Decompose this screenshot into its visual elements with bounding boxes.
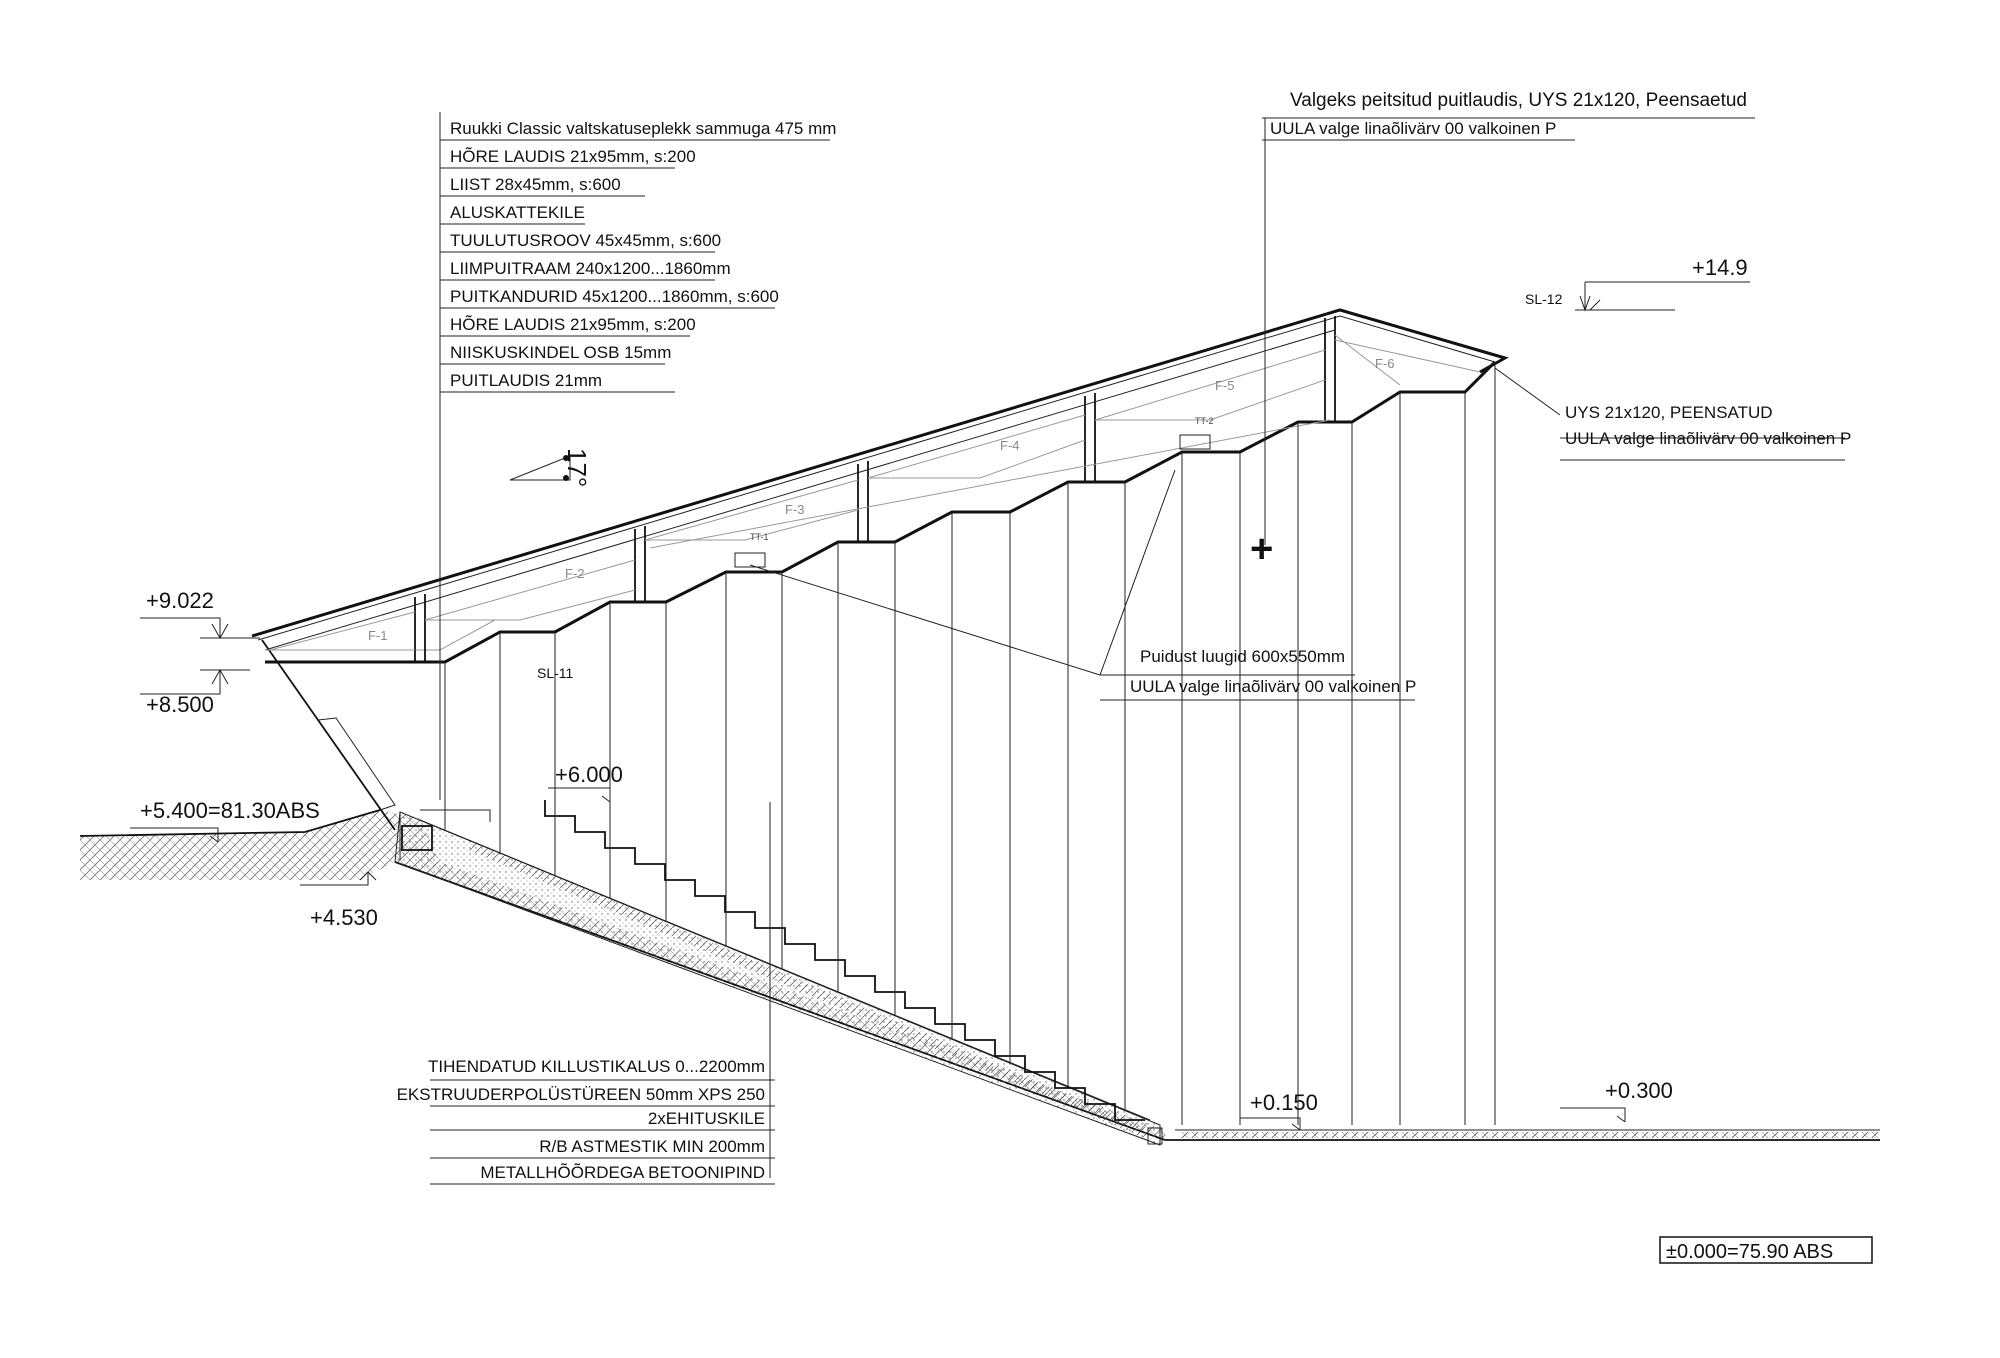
- tag-tt2: TT-2: [1195, 416, 1214, 426]
- roof-layer-label: ALUSKATTEKILE: [450, 203, 585, 222]
- leader-lines: [430, 112, 1845, 1185]
- roof-layer-labels: Ruukki Classic valtskatuseplekk sammuga …: [450, 119, 836, 390]
- frame-labels: F-1 F-2 F-3 F-4 F-5 F-6: [368, 356, 1395, 643]
- slope-point-icon: [563, 455, 569, 461]
- elevation-label: +8.500: [146, 692, 214, 717]
- section-tag-sl11: SL-11: [537, 665, 574, 681]
- stair-slab: [394, 800, 1161, 1146]
- stair-steps: [544, 800, 1145, 1121]
- elevation-label: +0.300: [1605, 1078, 1673, 1103]
- stair-layer-label: R/B ASTMESTIK MIN 200mm: [539, 1137, 765, 1156]
- stair-layer-label: EKSTRUUDERPOLÜSTÜREEN 50mm XPS 250: [397, 1085, 765, 1104]
- elevation-labels: +14.9 +9.022 +8.500 +6.000 +5.400=81.30A…: [140, 255, 1748, 1115]
- tag-tt1: TT-1: [750, 532, 769, 542]
- roof-layer-label: NIISKUSKINDEL OSB 15mm: [450, 343, 671, 362]
- frame-label: F-6: [1375, 356, 1395, 371]
- stair-layer-label: 2xEHITUSKILE: [648, 1109, 765, 1128]
- roof-layer-label: HÕRE LAUDIS 21x95mm, s:200: [450, 147, 696, 166]
- right-finish-label: UULA valge linaõlivärv 00 valkoinen P: [1565, 429, 1851, 448]
- elevation-label: +0.150: [1250, 1090, 1318, 1115]
- elevation-markers: [130, 281, 1750, 1131]
- top-material-label: Valgeks peitsitud puitlaudis, UYS 21x120…: [1290, 90, 1747, 111]
- section-tag-sl12: SL-12: [1525, 291, 1563, 307]
- stair-layer-label: TIHENDATUD KILLUSTIKALUS 0...2200mm: [428, 1057, 765, 1076]
- wall-slats: [444, 362, 1496, 1125]
- stair-layer-labels: TIHENDATUD KILLUSTIKALUS 0...2200mm EKST…: [397, 1057, 765, 1182]
- frame-label: F-3: [785, 502, 805, 517]
- elevation-label: +9.022: [146, 588, 214, 613]
- roof-layer-label: HÕRE LAUDIS 21x95mm, s:200: [450, 315, 696, 334]
- frame-label: F-2: [565, 566, 585, 581]
- roof-layer-label: LIIMPUITRAAM 240x1200...1860mm: [450, 259, 731, 278]
- right-material-label: UYS 21x120, PEENSATUD: [1565, 403, 1773, 422]
- elevation-label: +14.9: [1692, 255, 1748, 280]
- top-finish-label: UULA valge linaõlivärv 00 valkoinen P: [1270, 119, 1556, 138]
- roof-layer-label: PUITKANDURID 45x1200...1860mm, s:600: [450, 287, 779, 306]
- hatch-finish-label: UULA valge linaõlivärv 00 valkoinen P: [1130, 677, 1416, 696]
- datum-box: [1659, 1236, 1873, 1264]
- roof-layer-label: LIIST 28x45mm, s:600: [450, 175, 621, 194]
- frame-label: F-4: [1000, 438, 1020, 453]
- cross-mark-icon: +: [1250, 527, 1273, 571]
- entry-wall: [261, 639, 1163, 1145]
- frame-label: F-5: [1215, 378, 1235, 393]
- roof-layer-label: TUULUTUSROOV 45x45mm, s:600: [450, 231, 721, 250]
- slope-point-icon: [563, 475, 569, 481]
- roof-layer-label: PUITLAUDIS 21mm: [450, 371, 602, 390]
- hatch-label: Puidust luugid 600x550mm: [1140, 647, 1345, 666]
- roof-angle-label: 17°: [562, 448, 592, 487]
- roof-layer-label: Ruukki Classic valtskatuseplekk sammuga …: [450, 119, 836, 138]
- frame-label: F-1: [368, 628, 388, 643]
- elevation-label: +5.400=81.30ABS: [140, 798, 320, 823]
- elevation-label: +6.000: [555, 762, 623, 787]
- datum-label: ±0.000=75.90 ABS: [1666, 1241, 1833, 1263]
- elevation-label: +4.530: [310, 905, 378, 930]
- stair-layer-label: METALLHÕÕRDEGA BETOONIPIND: [480, 1163, 765, 1182]
